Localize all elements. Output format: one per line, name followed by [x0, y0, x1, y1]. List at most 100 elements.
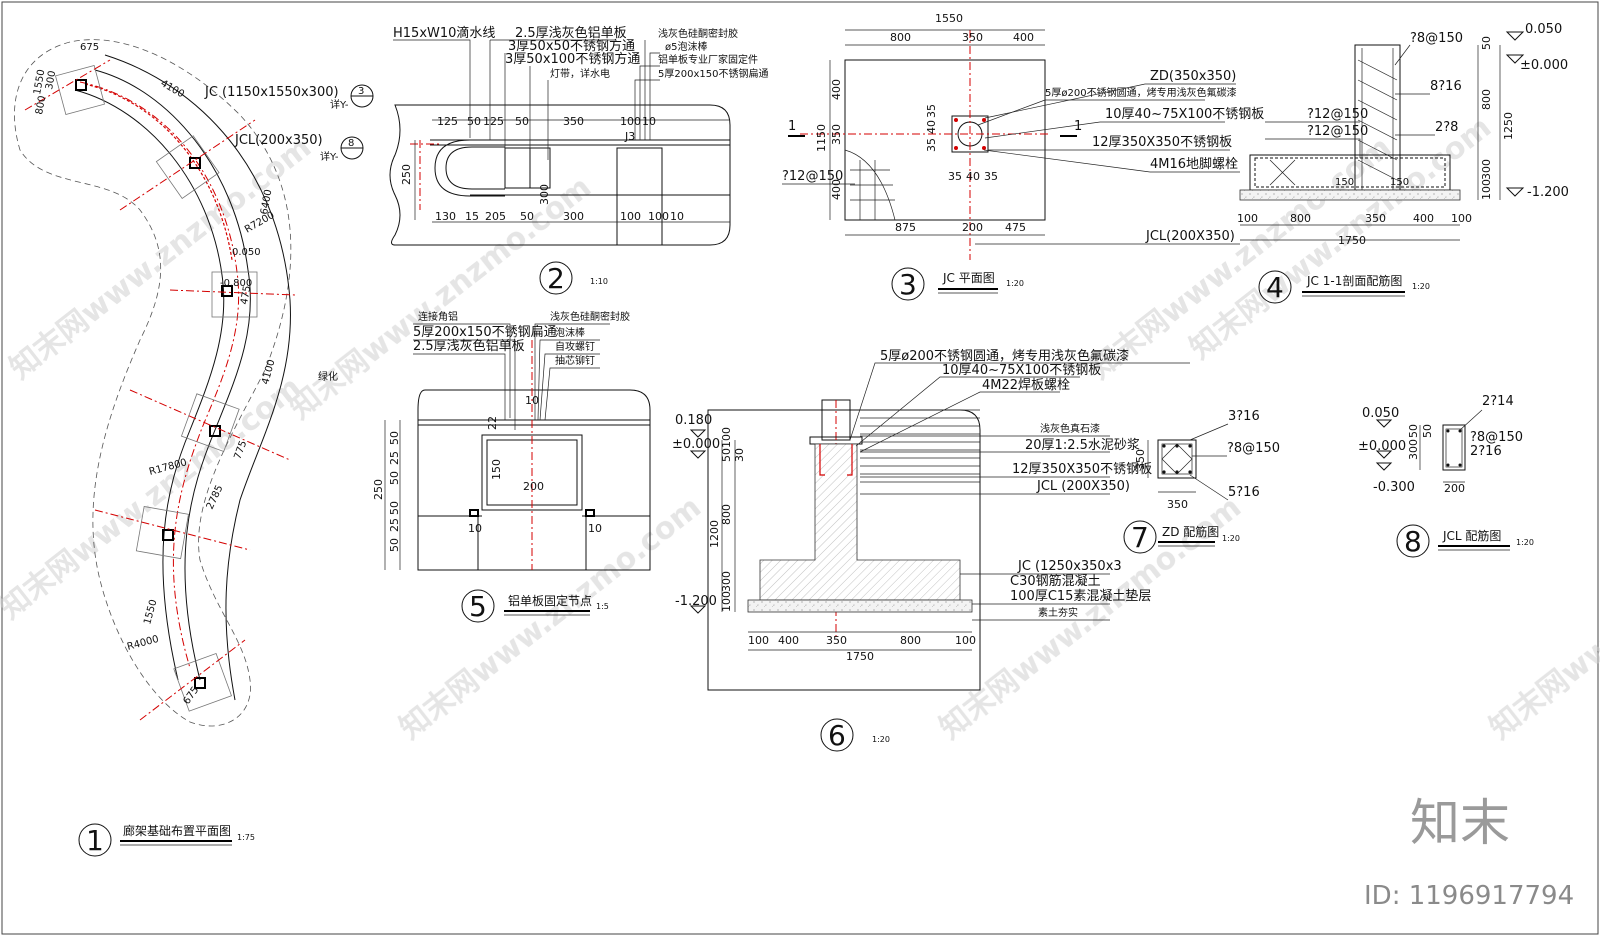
dim-text: 100	[748, 634, 769, 647]
dim-text: 400	[778, 634, 799, 647]
drawing-number-circle	[1396, 524, 1430, 558]
drawing-number: 7	[1131, 521, 1149, 554]
drawing-number: 3	[899, 268, 917, 301]
square-tube-50	[504, 147, 531, 189]
level-mark: 0.050	[1362, 406, 1399, 421]
footing-pad	[135, 506, 189, 560]
watermark-text: 知末网www.znzmo.com	[393, 490, 708, 747]
detail-ref-num: 3	[358, 86, 364, 97]
footing-pad	[155, 135, 220, 200]
dim-text: 10	[468, 522, 482, 535]
level-mark: -0.300	[1373, 480, 1415, 495]
rebar-label: ?8@150	[1470, 430, 1523, 445]
dim-text: 1250	[1502, 112, 1515, 140]
drawing-number: 5	[469, 590, 487, 623]
level-mark: 0.180	[675, 413, 712, 428]
level-mark: 0.050	[1525, 22, 1562, 37]
anchor-bolt	[982, 118, 986, 122]
callout: 自攻螺钉	[555, 340, 595, 353]
callout: 10厚40~75X100不锈钢板	[1105, 107, 1264, 122]
dim-text: 300	[1407, 439, 1420, 460]
anchor-bolt	[954, 146, 958, 150]
rebar-label: 2?16	[1470, 444, 1502, 459]
dim-text: 10	[525, 394, 539, 407]
u-profile-inner	[445, 146, 505, 190]
rebar-dot	[1446, 463, 1450, 467]
plan-label-jc: JC (1150x1550x300)	[204, 85, 339, 100]
callout: 2.5厚浅灰色铝单板	[515, 25, 627, 41]
rebar-dot	[1175, 470, 1179, 474]
footing-outline	[844, 59, 1046, 221]
leader-line	[537, 339, 600, 421]
callout: 抽芯铆钉	[555, 354, 595, 367]
dim-text: 200	[523, 480, 544, 493]
drawing-number-circle	[820, 718, 854, 752]
callout: H15xW10滴水线	[393, 25, 495, 41]
dim-text: 350	[1365, 212, 1386, 225]
detail-drawing-2: H15xW10滴水线 2.5厚浅灰色铝单板 3厚50x50不锈钢方通 3厚50x…	[389, 25, 768, 295]
drawing-number-circle	[1258, 270, 1292, 304]
callout: JCL(200X350)	[1145, 229, 1235, 244]
dim-text: 350	[830, 124, 843, 145]
detail-outline	[417, 389, 651, 571]
drawing-title: ZD 配筋图	[1162, 524, 1219, 539]
dim-text: 50	[515, 115, 529, 128]
detail-ref-text: 详Y-	[330, 98, 349, 111]
detail-ref-text: 详Y-	[320, 150, 339, 163]
rebar-dot	[1188, 444, 1192, 448]
level-symbol	[689, 429, 707, 614]
callout: ZD(350x350)	[1150, 69, 1236, 84]
callout: 20厚1:2.5水泥砂浆	[1025, 438, 1140, 453]
drawing-scale: 1:20	[1412, 282, 1430, 291]
section-mark: 1	[788, 119, 796, 134]
dim-text: 350	[1167, 498, 1188, 511]
plan-dim: 4100	[159, 78, 187, 100]
callout: 5厚ø200不锈钢圆通，烤专用浅灰色氟碳漆	[880, 348, 1129, 364]
dim-text: 130	[435, 210, 456, 223]
callout: 100厚C15素混凝土垫层	[1010, 588, 1151, 604]
plan-dim: 475	[239, 285, 253, 306]
dim-text: 15	[465, 210, 479, 223]
dim-text: 350	[563, 115, 584, 128]
callout: 灯带，详水电	[550, 67, 610, 80]
axis-line	[129, 389, 291, 461]
drawing-number: 1	[86, 824, 104, 857]
dim-text: 50	[520, 210, 534, 223]
footing-group	[55, 65, 258, 712]
dim-text: 250	[372, 479, 385, 500]
dim-text: 50	[1407, 424, 1420, 438]
level-mark: -1.200	[1527, 185, 1569, 200]
detail-ref-num: 8	[348, 138, 354, 149]
stirrup	[1445, 428, 1463, 468]
steel-flat-bar	[616, 147, 663, 246]
dim-text: 400	[1013, 31, 1034, 44]
callout: 4M22焊板螺栓	[982, 377, 1070, 393]
axis-line	[139, 639, 246, 721]
column-base	[162, 529, 174, 541]
detail-drawing-3: 1550 800 350 400 400 1150 350 400 875 20…	[782, 12, 1264, 301]
level-symbol	[1505, 31, 1525, 197]
dim-text: 100	[1480, 179, 1493, 200]
drawing-title: JC 1-1剖面配筋图	[1306, 273, 1402, 288]
detail-2-notes: H15xW10滴水线 2.5厚浅灰色铝单板 3厚50x50不锈钢方通 3厚50x…	[393, 25, 768, 160]
level-mark: ±0.000	[1358, 439, 1406, 454]
axis-line	[119, 119, 256, 211]
leader-line	[544, 367, 600, 421]
dim-text: 200	[1444, 482, 1465, 495]
leader-line	[539, 353, 600, 421]
rivet	[585, 509, 595, 517]
drawing-scale: 1:10	[590, 277, 608, 286]
callout: 浅灰色硅酮密封胶	[658, 27, 738, 40]
dim-text: 100	[720, 591, 733, 612]
footing-pad	[173, 652, 232, 712]
level-mark: ±0.000	[672, 437, 720, 452]
watermark-text: 知末网www.znzmo.com	[1083, 130, 1398, 387]
pedestal	[759, 443, 961, 601]
watermark-layer: 知末网www.znzmo.com 知末网www.znzmo.com 知末网www…	[0, 110, 1600, 747]
column-base	[75, 79, 87, 91]
callout: 浅灰色硅酮密封胶	[550, 310, 630, 323]
rebar-label: 3?16	[1228, 409, 1260, 424]
brand-logo: 知末	[1410, 794, 1510, 852]
beam-section	[1442, 424, 1466, 471]
leader-line	[1459, 409, 1483, 431]
